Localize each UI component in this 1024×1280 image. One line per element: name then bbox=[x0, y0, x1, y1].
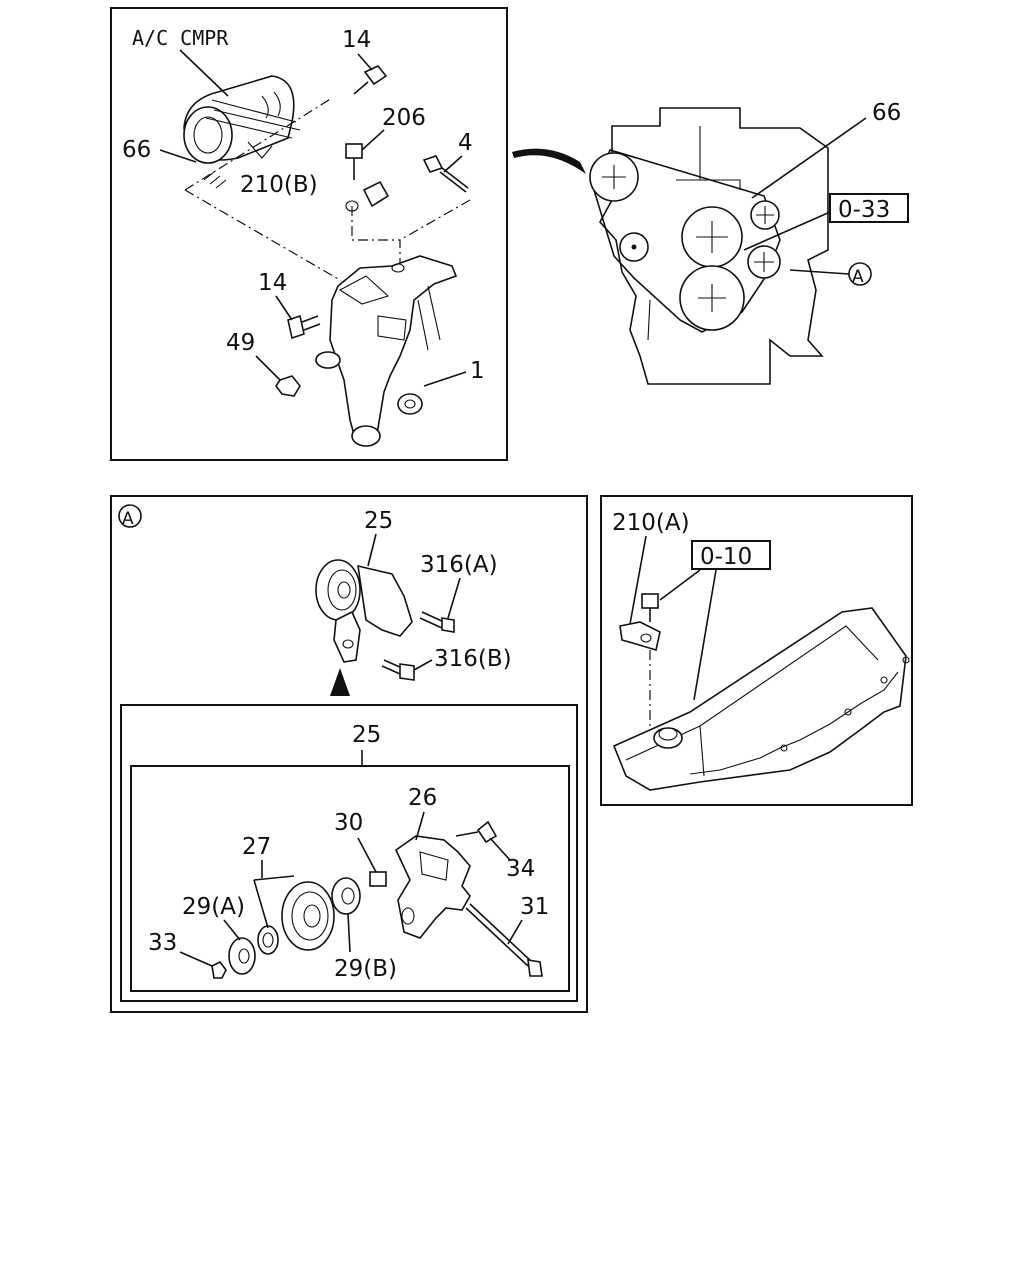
nut-49 bbox=[275, 375, 301, 397]
callout-206: 206 bbox=[382, 105, 426, 131]
leader-line bbox=[447, 577, 461, 619]
leader-line bbox=[159, 149, 197, 163]
callout-31: 31 bbox=[520, 894, 549, 920]
callout-66-engine: 66 bbox=[872, 100, 901, 126]
ac-compressor bbox=[183, 75, 301, 189]
panel-a-tensioner: A 25 316(A) 316(B) 25 bbox=[110, 495, 588, 1013]
callout-316b: 316(B) bbox=[434, 646, 512, 672]
exploded-parts bbox=[211, 820, 543, 979]
bolt-206 bbox=[345, 143, 363, 180]
tensioner-assembly bbox=[315, 559, 413, 663]
circle-a-text: A bbox=[852, 267, 864, 287]
leader-line bbox=[751, 117, 867, 199]
rocker-cover bbox=[612, 607, 910, 791]
callout-29b: 29(B) bbox=[334, 956, 397, 982]
bolt-316a bbox=[419, 611, 455, 633]
bolt-316b bbox=[381, 659, 415, 681]
callout-25-inner: 25 bbox=[352, 722, 381, 748]
ac-compressor-label: A/C CMPR bbox=[132, 26, 229, 50]
expand-arrow bbox=[330, 668, 350, 696]
leader-line bbox=[347, 913, 351, 953]
callout-33: 33 bbox=[148, 930, 177, 956]
leader-line bbox=[415, 811, 425, 841]
callout-29a: 29(A) bbox=[182, 894, 245, 920]
exploded-inner-frame bbox=[130, 765, 570, 992]
clip-210b bbox=[345, 180, 390, 212]
callout-66-left: 66 bbox=[122, 137, 151, 163]
rocker-cover-panel: 210(A) 0-10 bbox=[600, 495, 913, 806]
leader-line bbox=[253, 860, 295, 929]
engine-outline bbox=[599, 107, 829, 385]
callout-34: 34 bbox=[506, 856, 535, 882]
ref-box-0-10 bbox=[691, 540, 771, 570]
callout-26: 26 bbox=[408, 785, 437, 811]
callout-27: 27 bbox=[242, 834, 271, 860]
callout-14-mid: 14 bbox=[258, 270, 287, 296]
leader-line bbox=[361, 129, 385, 151]
leader-line bbox=[507, 919, 523, 945]
panel-frame bbox=[110, 7, 508, 461]
callout-49: 49 bbox=[226, 330, 255, 356]
ref-0-33: 0-33 bbox=[838, 197, 890, 223]
engine-front-view: 66 0-33 A bbox=[512, 100, 909, 385]
bolt-4 bbox=[422, 155, 469, 193]
leader-line bbox=[275, 295, 293, 321]
leader-line bbox=[357, 53, 373, 71]
pulleys bbox=[589, 152, 781, 331]
panel-a-frame bbox=[110, 495, 588, 1013]
compressor-bracket-panel: A/C CMPR 14 206 4 66 2 bbox=[110, 7, 508, 461]
leader-line bbox=[179, 951, 213, 967]
serpentine-belt bbox=[593, 149, 781, 333]
leader-line bbox=[413, 659, 433, 671]
leader-line bbox=[179, 49, 229, 97]
assembly-line bbox=[184, 97, 471, 281]
right-panel-frame bbox=[600, 495, 913, 806]
bolt-14-top bbox=[353, 65, 388, 95]
panel-a-circle-text: A bbox=[122, 509, 134, 529]
bolt-14-mid bbox=[287, 314, 321, 340]
bracket-1 bbox=[315, 255, 458, 447]
leader-line bbox=[423, 371, 467, 387]
leader-line bbox=[357, 837, 377, 873]
exploded-outer-frame bbox=[120, 704, 578, 1002]
ref-0-10: 0-10 bbox=[700, 544, 752, 570]
leader-line bbox=[255, 355, 281, 381]
panel-a-circle bbox=[118, 504, 142, 528]
callout-316a: 316(A) bbox=[420, 552, 498, 578]
leader-line bbox=[629, 535, 647, 625]
bolt-and-clip bbox=[619, 593, 661, 652]
leader-line bbox=[789, 269, 850, 275]
leader-line bbox=[367, 533, 377, 567]
callout-25-top: 25 bbox=[364, 508, 393, 534]
callout-210b: 210(B) bbox=[240, 172, 318, 198]
callout-1: 1 bbox=[470, 358, 485, 384]
callout-14-top: 14 bbox=[342, 27, 371, 53]
callout-210a: 210(A) bbox=[612, 510, 690, 536]
view-arrow bbox=[512, 148, 586, 174]
callout-30: 30 bbox=[334, 810, 363, 836]
leader-line bbox=[443, 155, 463, 173]
leader-line bbox=[489, 837, 511, 861]
leader-line bbox=[743, 211, 831, 251]
ref-box-0-33 bbox=[829, 193, 909, 223]
leader-line bbox=[659, 569, 717, 701]
leader-line bbox=[223, 919, 241, 941]
callout-4: 4 bbox=[458, 130, 473, 156]
